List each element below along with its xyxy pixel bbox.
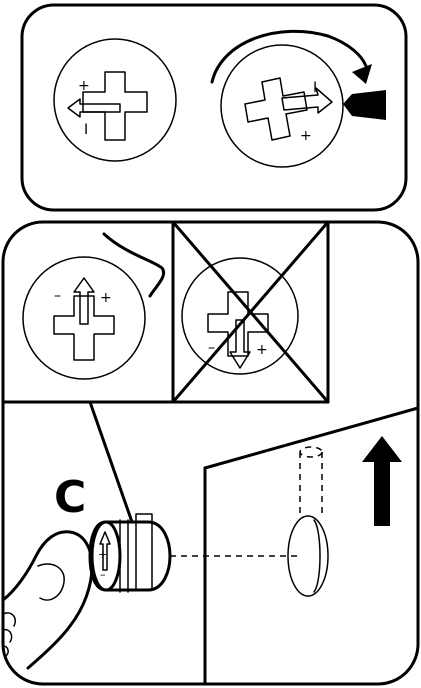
right-compartment: + I bbox=[212, 31, 386, 167]
battery: + – bbox=[90, 514, 170, 592]
step-letter: C bbox=[54, 472, 86, 523]
hidden-post bbox=[300, 447, 322, 457]
left-compartment: + I bbox=[54, 39, 176, 161]
hand-illustration bbox=[3, 532, 92, 668]
up-arrow-icon bbox=[74, 278, 94, 324]
battery-slot bbox=[288, 447, 328, 596]
minus-symbol: I bbox=[84, 122, 88, 138]
plus-symbol: + bbox=[300, 128, 312, 144]
rotation-arrowhead-icon bbox=[352, 64, 372, 84]
top-panel: + I + I bbox=[22, 5, 406, 210]
wrong-orientation: – + bbox=[173, 222, 328, 402]
plus-symbol: + bbox=[256, 342, 268, 358]
left-compartment-circle bbox=[54, 39, 176, 161]
left-arrow-icon bbox=[68, 99, 120, 117]
minus-symbol: I bbox=[313, 80, 317, 96]
minus-symbol: – bbox=[54, 288, 61, 304]
thumbnail bbox=[38, 564, 64, 600]
pointer-line bbox=[90, 402, 132, 522]
correct-orientation: – + bbox=[23, 234, 164, 379]
cross-shape bbox=[83, 72, 147, 140]
rotation-arrow bbox=[212, 31, 366, 82]
slot-inner-edge bbox=[314, 520, 320, 592]
plus-symbol: + bbox=[98, 548, 107, 561]
minus-symbol: – bbox=[100, 568, 106, 581]
insert-direction-arrow-icon bbox=[362, 436, 402, 526]
bottom-panel: – + – + C + bbox=[3, 222, 418, 684]
plus-symbol: + bbox=[100, 290, 112, 306]
right-compartment-circle bbox=[221, 45, 343, 167]
bottom-panel-frame bbox=[3, 222, 418, 684]
battery-clip bbox=[136, 514, 152, 590]
plus-symbol: + bbox=[78, 78, 90, 94]
down-arrow-icon bbox=[230, 320, 250, 368]
